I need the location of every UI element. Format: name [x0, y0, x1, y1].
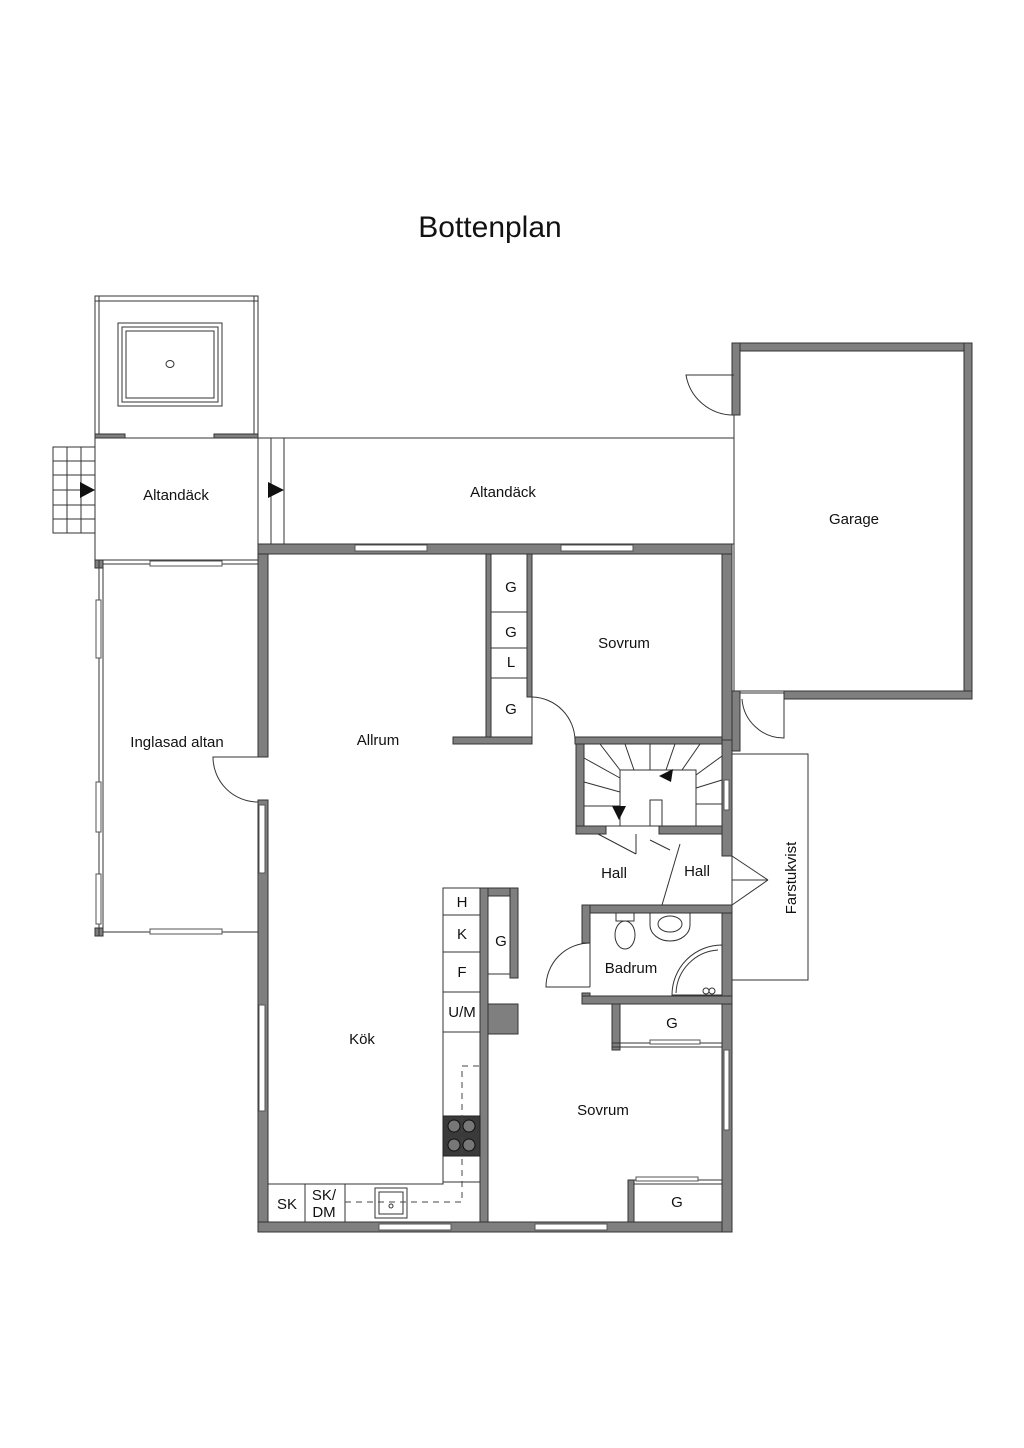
kitchen-unit-label: SK — [277, 1196, 297, 1213]
garage — [685, 342, 973, 752]
room-label-kok: Kök — [349, 1031, 375, 1048]
window — [378, 1223, 452, 1231]
garage-side-door[interactable] — [685, 374, 735, 416]
deck-left — [52, 437, 259, 561]
plan-title: Bottenplan — [418, 211, 561, 244]
house-walls — [212, 543, 733, 1233]
window — [258, 804, 266, 874]
garage-inner-door[interactable] — [741, 698, 785, 739]
room-label-inglasad-altan: Inglasad altan — [130, 734, 223, 751]
closet-label: G — [495, 933, 507, 950]
kitchen — [268, 887, 519, 1223]
room-label-badrum: Badrum — [605, 960, 658, 977]
window — [723, 1049, 730, 1131]
lower-bedroom — [611, 1003, 723, 1223]
glazed-porch — [94, 559, 258, 937]
closet-label: G — [666, 1015, 678, 1032]
window — [258, 1004, 266, 1112]
hot-tub-drain-icon — [165, 360, 175, 368]
closet-label: L — [507, 654, 515, 671]
kitchen-unit-label: H — [457, 894, 468, 911]
porch-door[interactable] — [212, 756, 259, 803]
porch-farstukvist — [731, 753, 809, 981]
entry-arrow-icon — [268, 482, 284, 498]
room-label-farstukvist: Farstukvist — [783, 841, 800, 914]
shower-icon — [671, 944, 723, 996]
chimney — [487, 1003, 519, 1035]
staircase — [575, 743, 723, 855]
room-label-hall-right: Hall — [684, 863, 710, 880]
sink-icon — [649, 912, 691, 942]
closet-block — [452, 553, 533, 745]
stair-direction-arrow-icon — [612, 806, 626, 820]
closet-label: G — [505, 579, 517, 596]
room-label-garage: Garage — [829, 511, 879, 528]
room-label-allrum: Allrum — [357, 732, 400, 749]
room-label-hall-left: Hall — [601, 865, 627, 882]
kitchen-sink-icon — [374, 1187, 408, 1219]
room-label-altandack-left: Altandäck — [143, 487, 209, 504]
hot-tub-deck — [94, 295, 259, 439]
closet-label: G — [505, 624, 517, 641]
kitchen-unit-label: U/M — [448, 1004, 476, 1021]
window — [354, 544, 428, 552]
room-label-sovrum-lower: Sovrum — [577, 1102, 629, 1119]
toilet-icon — [614, 920, 636, 950]
room-label-sovrum-upper: Sovrum — [598, 635, 650, 652]
bathroom-door[interactable] — [545, 942, 591, 988]
stair-direction-arrow-icon — [659, 769, 673, 782]
closet-label: G — [671, 1194, 683, 1211]
kitchen-unit-label: F — [457, 964, 466, 981]
hot-tub — [117, 322, 223, 407]
window — [560, 544, 634, 552]
kitchen-unit-label: DM — [312, 1204, 335, 1221]
bedroom-door[interactable] — [531, 696, 576, 742]
entry-arrow-icon — [80, 482, 95, 498]
kitchen-unit-label: SK/ — [312, 1187, 337, 1204]
room-label-altandack-right: Altandäck — [470, 484, 536, 501]
window — [534, 1223, 608, 1231]
kitchen-unit-label: K — [457, 926, 467, 943]
bathroom — [545, 904, 733, 1005]
closet-label: G — [505, 701, 517, 718]
